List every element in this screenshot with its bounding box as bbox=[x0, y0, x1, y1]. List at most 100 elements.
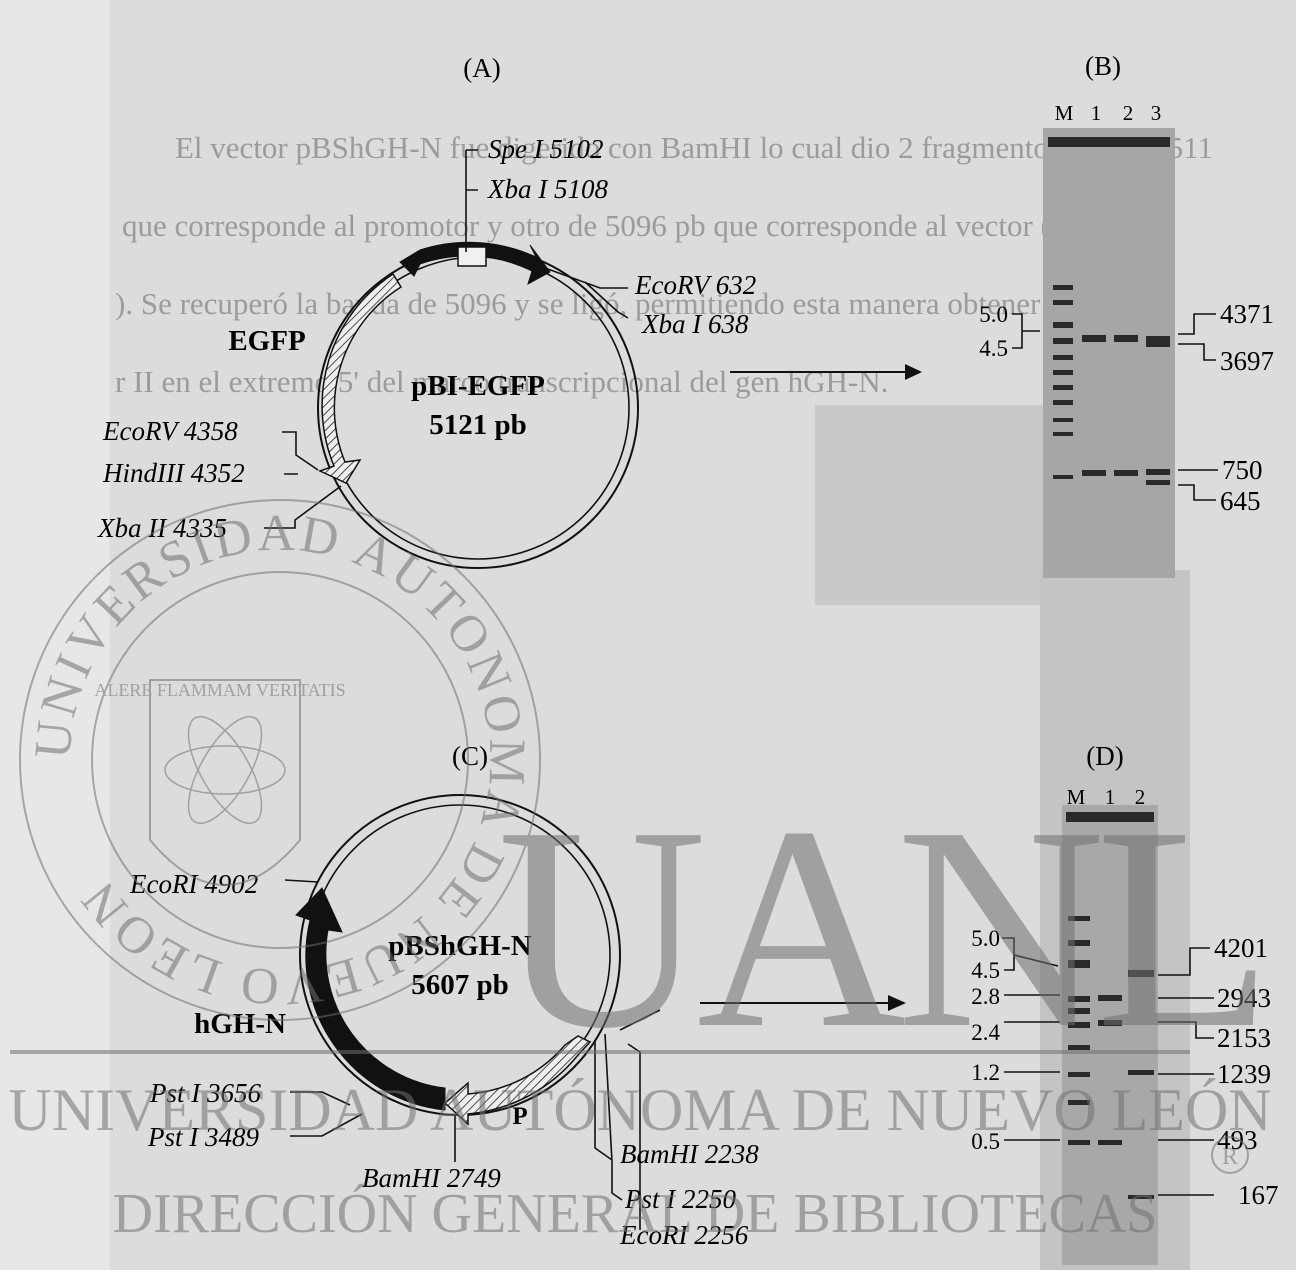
seal-atom-orbit bbox=[164, 745, 286, 795]
plasmid-c-name: pBShGH-N bbox=[388, 930, 531, 962]
gel-b-bands bbox=[1048, 137, 1170, 485]
gel-d-marker-2-8: 2.8 bbox=[971, 984, 1000, 1009]
background-line-1: El vector pBShGH-N fue digerido con BamH… bbox=[175, 130, 1213, 165]
gel-b-marker-band bbox=[1053, 338, 1073, 344]
gel-d-lane-m: M bbox=[1067, 785, 1086, 809]
seal-atom-orbit bbox=[187, 715, 263, 825]
watermark-library: DIRECCIÓN GENERAL DE BIBLIOTECAS bbox=[113, 1182, 1158, 1245]
panel-a-label: (A) bbox=[463, 53, 500, 83]
panel-b-label: (B) bbox=[1085, 51, 1121, 81]
site-ecorv-4358: EcoRV 4358 bbox=[102, 416, 238, 446]
gel-b-lane-m: M bbox=[1055, 101, 1074, 125]
gel-b-size-3697: 3697 bbox=[1220, 346, 1274, 376]
site-pst1-3489: Pst I 3489 bbox=[147, 1122, 259, 1152]
background-paragraph: El vector pBShGH-N fue digerido con BamH… bbox=[115, 130, 1213, 399]
gel-d-band-1239 bbox=[1128, 1070, 1154, 1075]
gel-b-marker-band bbox=[1053, 432, 1073, 436]
plasmid-a-name: pBI-EGFP bbox=[411, 370, 545, 402]
gel-d-marker-band bbox=[1068, 1140, 1090, 1145]
hgh-n-label: hGH-N bbox=[194, 1008, 286, 1040]
gel-b-band-4371 bbox=[1082, 335, 1106, 342]
gel-d-marker-band bbox=[1068, 1008, 1090, 1014]
plasmid-a-top-segment bbox=[399, 241, 551, 286]
plasmid-c-map: pBShGH-N 5607 pb hGH-N P EcoRI 4902 Pst … bbox=[129, 794, 759, 1250]
hgh-n-gene-arrow bbox=[295, 887, 446, 1111]
site-bamhi-2749: BamHI 2749 bbox=[362, 1163, 501, 1193]
background-line-2: que corresponde al promotor y otro de 50… bbox=[122, 208, 1140, 243]
gel-d-size-493: 493 bbox=[1217, 1125, 1258, 1155]
gel-b-lane-2: 2 bbox=[1123, 101, 1134, 125]
gel-d-wells bbox=[1066, 812, 1154, 822]
seal-motto: ALERE FLAMMAM VERITATIS bbox=[94, 680, 345, 700]
promoter-arrow bbox=[443, 1035, 592, 1126]
site-pst1-3656: Pst I 3656 bbox=[149, 1078, 261, 1108]
panel-c-label: (C) bbox=[452, 741, 488, 771]
gel-b-band-4371 bbox=[1146, 336, 1170, 343]
plasmid-a-map: pBI-EGFP 5121 pb EGFP Spe I 5102 Xba I 5… bbox=[97, 134, 756, 569]
ghost-gel-shadow bbox=[815, 405, 1050, 605]
gel-d-marker-2-4: 2.4 bbox=[971, 1020, 1000, 1045]
gel-b-band-4371 bbox=[1114, 335, 1138, 342]
site-ecori-2256: EcoRI 2256 bbox=[619, 1220, 749, 1250]
gel-b-marker-band bbox=[1053, 322, 1073, 328]
egfp-gene-arrow bbox=[318, 272, 403, 484]
seal-shield bbox=[149, 679, 301, 886]
promoter-label: P bbox=[512, 1103, 527, 1130]
site-hindiii-4352: HindIII 4352 bbox=[102, 458, 245, 488]
plasmid-c-size: 5607 pb bbox=[411, 969, 509, 1001]
plasmid-a-white-box bbox=[457, 246, 487, 267]
gel-d-marker-4-5: 4.5 bbox=[971, 958, 1000, 983]
gel-d-lane-1: 1 bbox=[1105, 785, 1116, 809]
gel-b-marker-band bbox=[1053, 385, 1073, 390]
egfp-label: EGFP bbox=[228, 325, 305, 357]
gel-b-band-750 bbox=[1114, 470, 1138, 476]
gel-d-size-2153: 2153 bbox=[1217, 1023, 1271, 1053]
gel-d-band-4201 bbox=[1128, 970, 1154, 977]
arrow-c-to-d-head bbox=[888, 995, 906, 1011]
gel-d-marker-band bbox=[1068, 1045, 1090, 1050]
gel-d-marker-band bbox=[1068, 1072, 1090, 1077]
gel-b-wells bbox=[1048, 137, 1170, 147]
gel-b-marker-4-5: 4.5 bbox=[979, 336, 1008, 361]
site-xba1-638: Xba I 638 bbox=[641, 309, 749, 339]
gel-d-marker-band bbox=[1068, 940, 1090, 946]
gel-d bbox=[1062, 805, 1158, 1265]
seal-ring-outer bbox=[19, 499, 541, 1021]
gel-d-band-2153 bbox=[1098, 1020, 1122, 1026]
gel-d-bands bbox=[1066, 812, 1154, 1199]
gel-d-size-1239: 1239 bbox=[1217, 1059, 1271, 1089]
gel-b-band-750 bbox=[1146, 469, 1170, 475]
gel-d-band-167 bbox=[1128, 1195, 1154, 1199]
gel-d-marker-0-5: 0.5 bbox=[971, 1129, 1000, 1154]
registered-mark-letter: R bbox=[1222, 1144, 1238, 1170]
site-spe1-5102: Spe I 5102 bbox=[488, 134, 603, 164]
gel-b-lane-1: 1 bbox=[1091, 101, 1102, 125]
gel-b-size-645: 645 bbox=[1220, 486, 1261, 516]
arrow-a-to-b-head bbox=[905, 364, 922, 380]
gel-d-marker-band bbox=[1068, 960, 1090, 968]
site-pst1-2250: Pst I 2250 bbox=[624, 1184, 736, 1214]
gel-b-marker-band bbox=[1053, 300, 1073, 305]
gel-d-marker-band bbox=[1068, 996, 1090, 1002]
gel-b-marker-band bbox=[1053, 400, 1073, 405]
gel-b-size-750: 750 bbox=[1222, 455, 1263, 485]
gel-b-marker-band bbox=[1053, 355, 1073, 360]
gel-d-marker-5-0: 5.0 bbox=[971, 926, 1000, 951]
seal-ring-inner bbox=[91, 571, 469, 949]
gel-d-label-leaders bbox=[1002, 937, 1214, 1196]
gel-b-band-645 bbox=[1146, 480, 1170, 485]
gel-d-marker-band bbox=[1068, 1100, 1090, 1105]
registered-mark bbox=[1211, 1136, 1249, 1174]
gel-d-lane-2: 2 bbox=[1135, 785, 1146, 809]
gel-d-band-2943 bbox=[1098, 995, 1122, 1001]
watermark-university: UNIVERSIDAD AUTÓNOMA DE NUEVO LEÓN bbox=[8, 1077, 1271, 1143]
seal-atom-orbit bbox=[187, 715, 263, 825]
gel-d-size-4201: 4201 bbox=[1214, 933, 1268, 963]
gel-b-marker-5-0: 5.0 bbox=[979, 302, 1008, 327]
gel-d-size-2943: 2943 bbox=[1217, 983, 1271, 1013]
gel-b-marker-band bbox=[1053, 418, 1073, 422]
background-line-4: r II en el extremo 5' del marco transcri… bbox=[115, 364, 888, 399]
plasmid-c-leaders bbox=[284, 879, 661, 1230]
uanl-logo: UANL bbox=[497, 767, 1262, 1088]
